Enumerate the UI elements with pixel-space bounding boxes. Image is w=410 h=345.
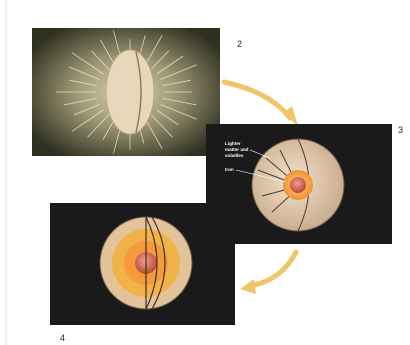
panel-2-number: 2 (237, 39, 242, 49)
proto-planet-disc (106, 50, 154, 134)
panel-4-number: 4 (60, 333, 65, 343)
panel-3: Lighter matter and volatiles Iron 3 (206, 124, 403, 244)
planet-3-iron-core (290, 177, 306, 193)
panel-4: 4 (50, 203, 235, 343)
callout-matter-and: matter and (225, 147, 249, 152)
arrow-3-to-4 (250, 252, 296, 286)
arrow-3-to-4-head (240, 279, 256, 294)
callout-volatiles: volatiles (225, 153, 244, 158)
callout-iron: Iron (225, 167, 234, 172)
arrow-2-to-3 (224, 82, 290, 118)
panel-3-number: 3 (398, 125, 403, 135)
callout-lighter: Lighter (225, 141, 241, 146)
